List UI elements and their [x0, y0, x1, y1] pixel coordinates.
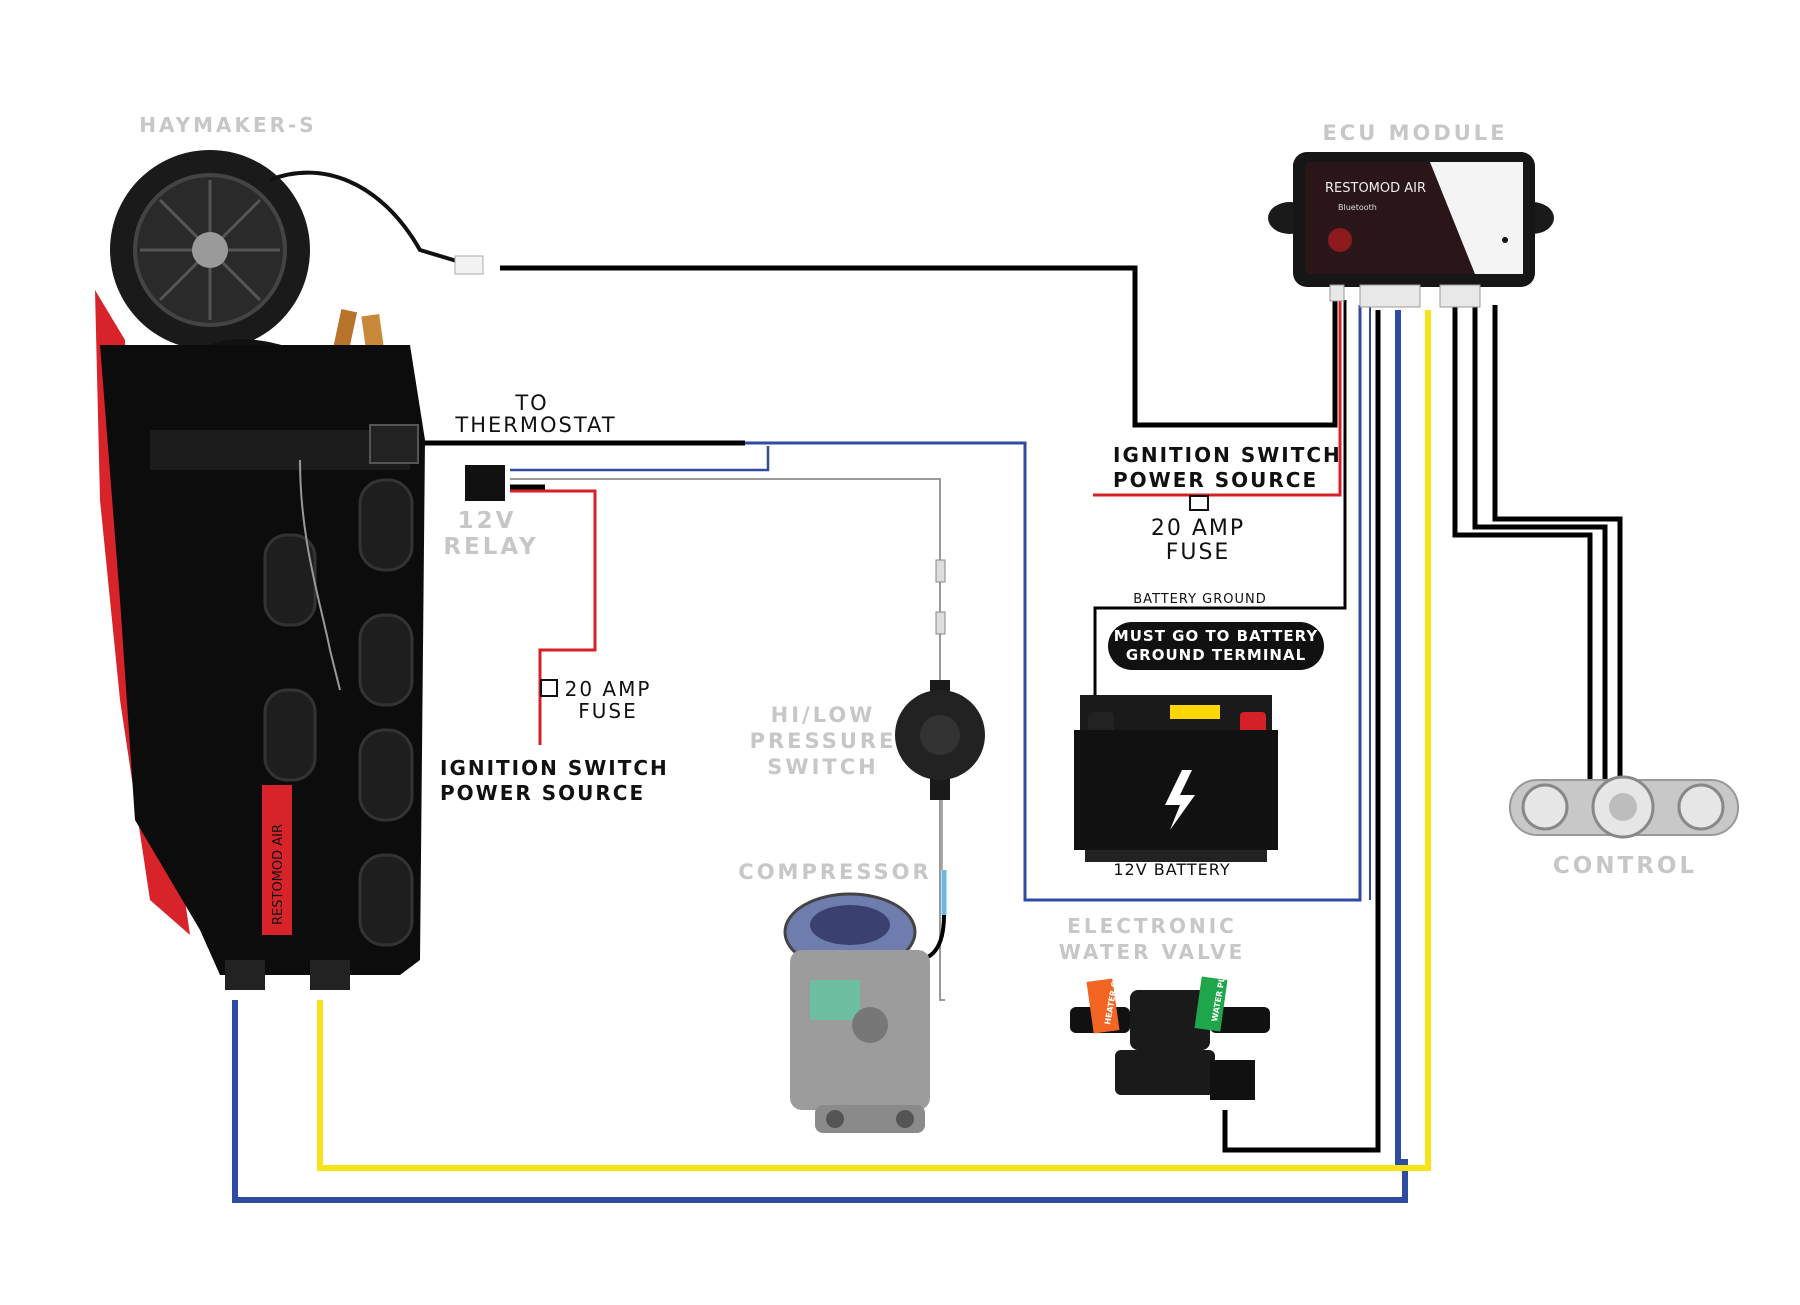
control-cable-4: [1464, 305, 1598, 790]
control-knob-right: [1677, 783, 1725, 831]
vent-3: [358, 728, 414, 822]
battery: [1074, 695, 1278, 862]
vent-1: [358, 478, 414, 572]
valve-black-wire: [1222, 310, 1381, 1153]
thermostat-label-1: TO: [514, 391, 548, 415]
fuse-left-label-1: 20 AMP: [565, 677, 652, 701]
ecu-bluetooth-text: Bluetooth: [1338, 203, 1377, 212]
battery-ground-label: BATTERY GROUND: [1133, 592, 1267, 607]
ignition-left-label-2: POWER SOURCE: [440, 781, 645, 805]
relay-label-2: RELAY: [443, 534, 538, 560]
vent-4: [358, 853, 414, 947]
vent-6: [263, 688, 317, 782]
relay-blue-wire: [510, 446, 770, 472]
thermostat-sensor: [369, 424, 419, 464]
fuse-right-label-2: FUSE: [1166, 540, 1231, 565]
fuse-left-label-2: FUSE: [578, 699, 637, 723]
valve-label-1: ELECTRONIC: [1067, 914, 1237, 938]
fuse-left-icon: [540, 679, 558, 697]
ecu-module: RESTOMOD AIR Bluetooth: [1268, 152, 1554, 308]
relay-label-1: 12V: [458, 508, 517, 534]
hilow-label-3: SWITCH: [767, 755, 878, 779]
pressure-switch: [895, 559, 985, 870]
control-cable-2: [1472, 305, 1608, 790]
haymaker-label: HAYMAKER-S: [139, 113, 316, 137]
must-go-label-1: MUST GO TO BATTERY: [1114, 627, 1319, 645]
thermostat-label-2: THERMOSTAT: [454, 413, 616, 437]
blower-connector: [454, 255, 484, 275]
must-go-label-2: GROUND TERMINAL: [1126, 646, 1306, 664]
yellow-loop-wire: [317, 310, 1431, 1171]
valve-label-2: WATER VALVE: [1059, 940, 1246, 964]
unit-brand-tag: [262, 785, 292, 935]
ecu-module-label: ECU MODULE: [1322, 121, 1507, 145]
fuse-right-label-1: 20 AMP: [1151, 516, 1245, 541]
ignition-right-label-1: IGNITION SWITCH: [1113, 443, 1342, 467]
battery-warning-pill: [1108, 622, 1324, 670]
control-cable-1: [1452, 305, 1593, 790]
vent-2: [358, 613, 414, 707]
unit-brand-text: RESTOMOD AIR: [271, 824, 286, 925]
battery-label: 12V BATTERY: [1113, 860, 1230, 879]
compressor-label: COMPRESSOR: [738, 860, 931, 884]
heater-core-port: [1086, 978, 1120, 1034]
control-label: CONTROL: [1553, 853, 1697, 879]
wires: [232, 265, 1623, 1203]
haymaker-unit: RESTOMOD AIR: [95, 150, 484, 990]
water-pump-port: [1194, 976, 1228, 1032]
blue-loop-wire: [232, 310, 1408, 1203]
ignition-right-red-wire: [1093, 300, 1342, 497]
control-panel: [1509, 775, 1739, 839]
ecu-brand-text: RESTOMOD AIR: [1325, 181, 1426, 196]
water-valve: HEATER CORE WATER PUMP: [1070, 961, 1270, 1100]
blower-hub-icon: [192, 232, 228, 268]
heater-core-body: [100, 345, 425, 975]
control-knob-left: [1521, 783, 1569, 831]
battery-ground-wire: [1093, 300, 1347, 715]
lightning-icon: [1165, 770, 1195, 830]
ignition-left-label-1: IGNITION SWITCH: [440, 756, 669, 780]
blower-to-ecu-wire: [500, 265, 1338, 428]
hilow-label-1: HI/LOW: [771, 703, 876, 727]
compressor: [783, 892, 930, 1133]
ignition-right-label-2: POWER SOURCE: [1113, 468, 1318, 492]
fuse-right-icon: [1189, 495, 1209, 511]
hilow-label-2: PRESSURE: [750, 729, 897, 753]
unit-blue-wire: [745, 305, 1362, 902]
relay-box: [465, 465, 505, 501]
control-cable-3: [1492, 305, 1623, 790]
ecu-power-icon: [1328, 228, 1352, 252]
